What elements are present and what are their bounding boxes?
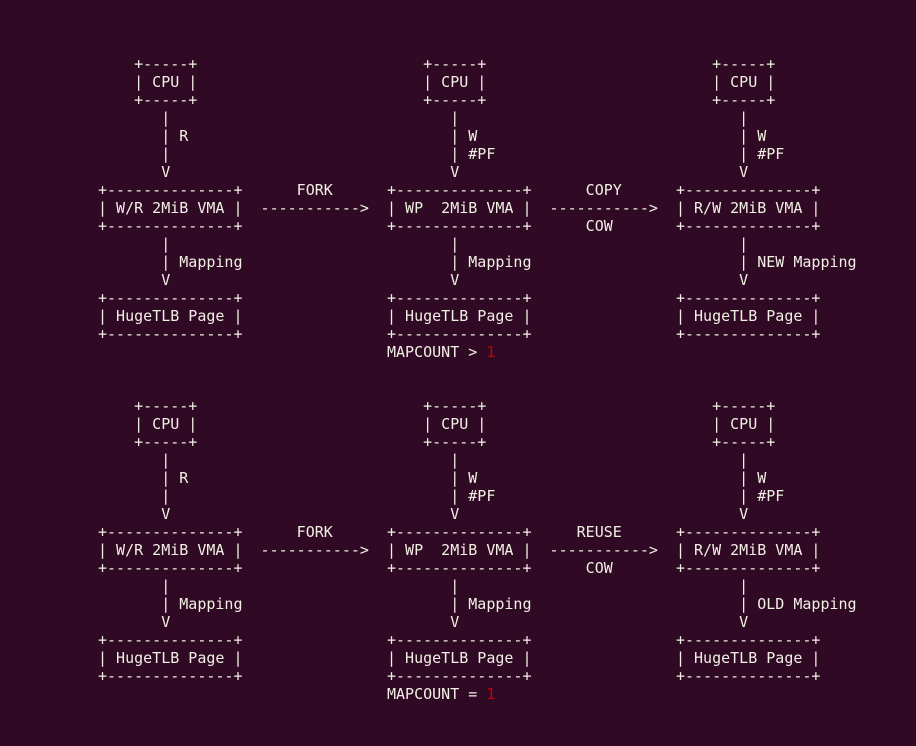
mapcount-value: 1	[486, 685, 496, 703]
diagram-line: | | #PF | #PF	[98, 145, 785, 163]
diagram-line: | R | W | W	[98, 127, 767, 145]
blank-line	[98, 361, 857, 379]
diagram-reuse-cow: +-----+ +-----+ +-----+ | CPU | | CPU | …	[98, 397, 857, 703]
diagram-line: | | |	[98, 235, 749, 253]
diagram-line: +--------------+ FORK +--------------+ R…	[98, 523, 821, 541]
diagram-line: +--------------+ +--------------+ COW +-…	[98, 559, 821, 577]
diagram-line: V V V	[98, 271, 749, 289]
mapcount-label: MAPCOUNT >	[98, 343, 487, 361]
diagram-copy-cow: +-----+ +-----+ +-----+ | CPU | | CPU | …	[98, 55, 857, 397]
diagram-line: V V V	[98, 613, 749, 631]
diagram-line: | Mapping | Mapping | OLD Mapping	[98, 595, 857, 613]
diagram-line: +--------------+ FORK +--------------+ C…	[98, 181, 821, 199]
blank-line	[98, 379, 857, 397]
diagram-line: +-----+ +-----+ +-----+	[98, 55, 776, 73]
diagram-line: | W/R 2MiB VMA | -----------> | WP 2MiB …	[98, 199, 821, 217]
diagram-line: | | |	[98, 109, 749, 127]
diagram-line: | R | W | W	[98, 469, 767, 487]
diagram-line: | W/R 2MiB VMA | -----------> | WP 2MiB …	[98, 541, 821, 559]
diagram-line: +--------------+ +--------------+ +-----…	[98, 667, 821, 685]
diagram-line: +--------------+ +--------------+ +-----…	[98, 289, 821, 307]
mapcount-label: MAPCOUNT =	[98, 685, 487, 703]
diagram-line: +--------------+ +--------------+ COW +-…	[98, 217, 821, 235]
diagram-line: | CPU | | CPU | | CPU |	[98, 415, 776, 433]
diagram-line: +--------------+ +--------------+ +-----…	[98, 325, 821, 343]
diagram-line: | | #PF | #PF	[98, 487, 785, 505]
diagram-line: +-----+ +-----+ +-----+	[98, 433, 776, 451]
diagram-line: +--------------+ +--------------+ +-----…	[98, 631, 821, 649]
diagram-line: | | |	[98, 451, 749, 469]
mapcount-line: MAPCOUNT = 1	[98, 685, 857, 703]
diagram-line: | Mapping | Mapping | NEW Mapping	[98, 253, 857, 271]
diagram-line: | CPU | | CPU | | CPU |	[98, 73, 776, 91]
diagram-line: +-----+ +-----+ +-----+	[98, 91, 776, 109]
diagram-line: | | |	[98, 577, 749, 595]
diagram-line: V V V	[98, 505, 749, 523]
mapcount-value: 1	[486, 343, 496, 361]
diagram-line: | HugeTLB Page | | HugeTLB Page | | Huge…	[98, 307, 821, 325]
diagram-line: V V V	[98, 163, 749, 181]
mapcount-line: MAPCOUNT > 1	[98, 343, 857, 361]
diagram-line: +-----+ +-----+ +-----+	[98, 397, 776, 415]
diagram-line: | HugeTLB Page | | HugeTLB Page | | Huge…	[98, 649, 821, 667]
ascii-diagram: +-----+ +-----+ +-----+ | CPU | | CPU | …	[98, 55, 857, 703]
